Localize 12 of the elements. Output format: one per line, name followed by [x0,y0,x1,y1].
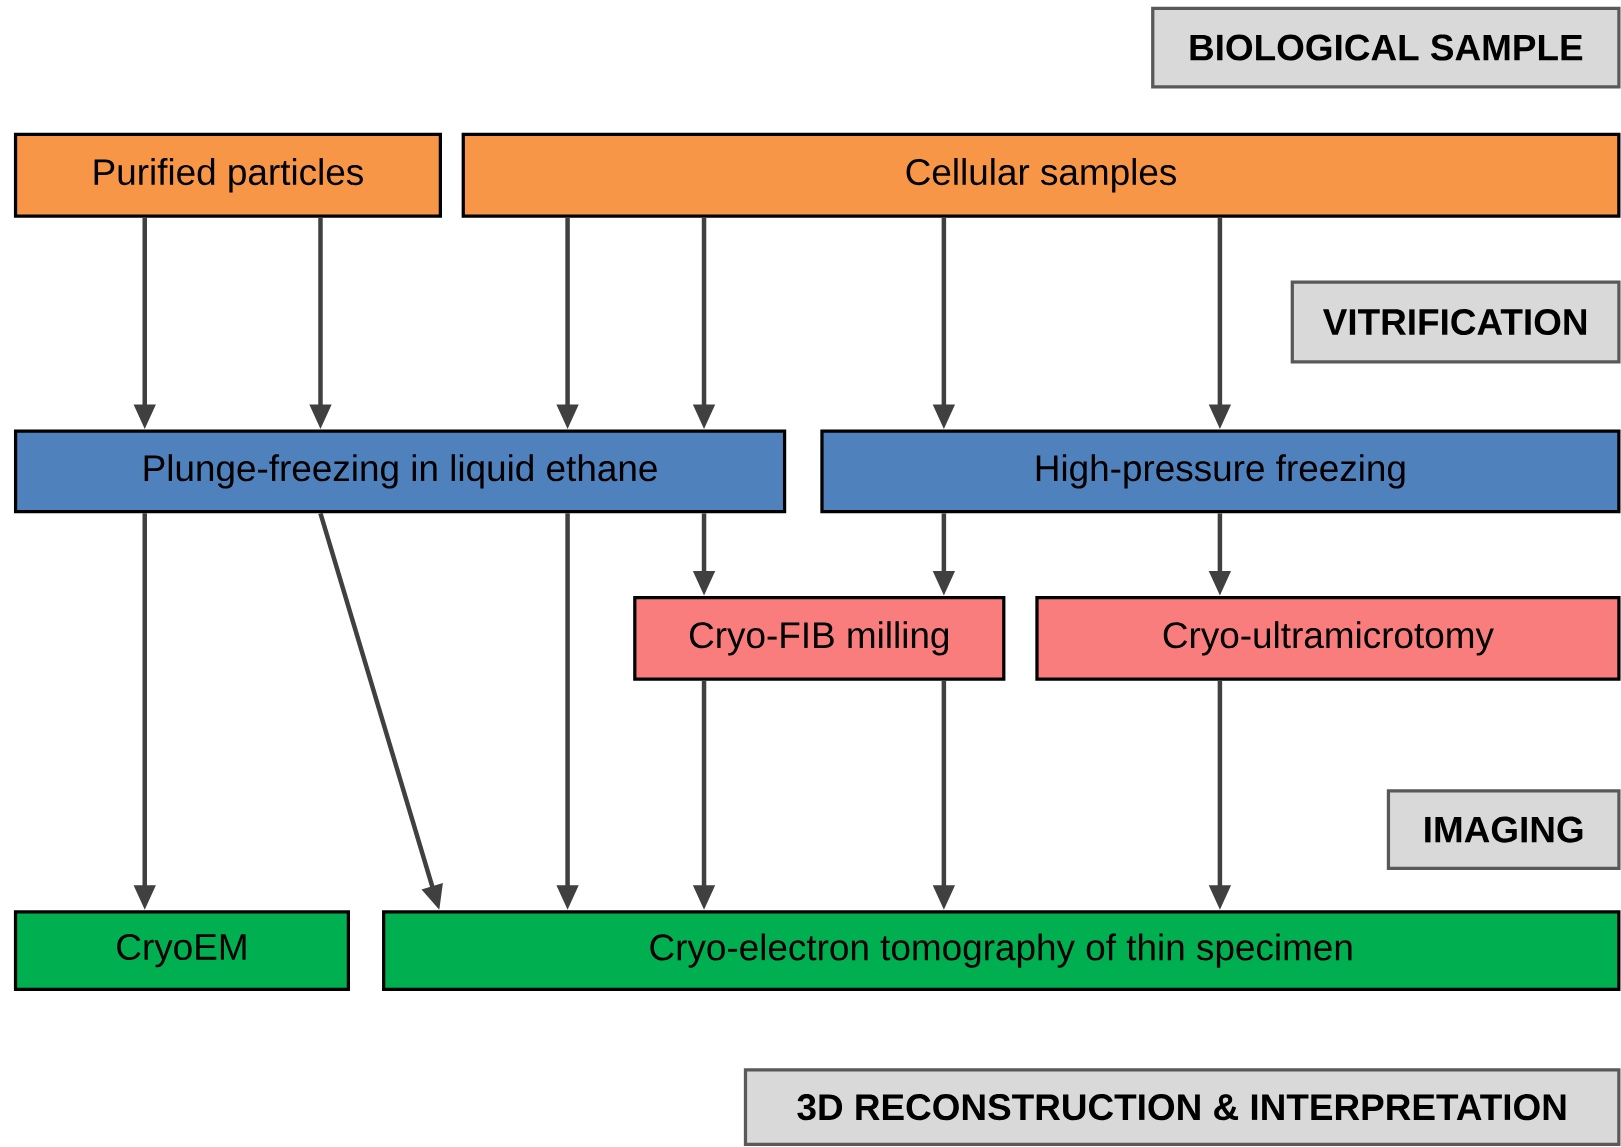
process-box: Cellular samples [461,132,1621,218]
process-box: CryoEM [13,910,350,991]
process-box: Purified particles [13,132,442,218]
process-box: Cryo-FIB milling [633,595,1006,681]
stage-label-box: 3D RECONSTRUCTION & INTERPRETATION [743,1068,1621,1147]
process-box: Cryo-ultramicrotomy [1035,595,1621,681]
stage-label-box: BIOLOGICAL SAMPLE [1151,6,1621,89]
process-box: High-pressure freezing [820,429,1621,514]
process-box: Plunge-freezing in liquid ethane [13,429,787,514]
stage-label-box: VITRIFICATION [1290,280,1621,364]
stage-label-box: IMAGING [1386,789,1621,871]
process-box: Cryo-electron tomography of thin specimen [382,910,1621,991]
